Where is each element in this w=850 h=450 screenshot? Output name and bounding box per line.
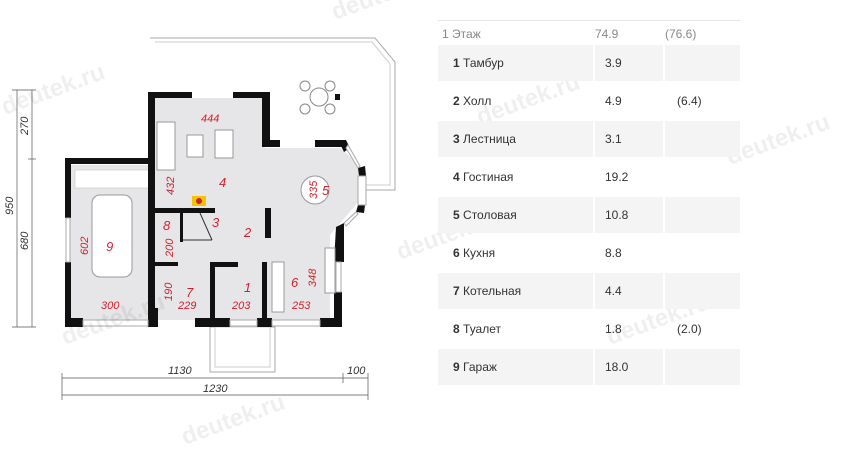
room-dim: 190	[163, 282, 175, 301]
room-number: 3	[453, 132, 460, 146]
room-name-cell: 4 Гостиная	[438, 159, 593, 195]
room-number: 5	[453, 208, 460, 222]
room-total-area	[665, 159, 740, 195]
room-number-2: 2	[243, 225, 252, 240]
room-area: 3.1	[595, 121, 663, 157]
room-name-cell: 5 Столовая	[438, 197, 593, 233]
room-number: 1	[453, 56, 460, 70]
room-number: 2	[453, 94, 460, 108]
room-area: 4.9	[605, 94, 622, 108]
table-row: 2 Холл 4.9 (6.4)	[438, 83, 740, 119]
room-area: 3.9	[595, 45, 663, 81]
room-name-cell: 7 Котельная	[438, 273, 593, 309]
room-name: Кухня	[463, 246, 496, 260]
room-name: Гостиная	[463, 170, 514, 184]
room-total-area	[665, 235, 740, 271]
room-area: 4.4	[595, 273, 663, 309]
room-dim: 229	[177, 300, 196, 312]
furniture	[91, 121, 336, 313]
dim-width-total: 1230	[203, 383, 228, 395]
room-number-8: 8	[163, 218, 171, 233]
floor-label: 1 Этаж	[442, 27, 481, 41]
terrace-outline	[150, 37, 396, 191]
table-row: 8 Туалет 1.8 (2.0)	[438, 311, 740, 347]
room-name-cell: 8 Туалет	[438, 311, 593, 347]
room-dim: 253	[291, 300, 311, 312]
room-area: 10.8	[595, 197, 663, 233]
table-row: 1 Тамбур 3.9	[438, 45, 740, 81]
walls	[65, 92, 366, 327]
room-name-cell: 2 Холл	[438, 83, 593, 119]
dimension-lines	[12, 89, 369, 400]
room-number: 8	[453, 322, 460, 336]
table-row: 9 Гараж 18.0	[438, 349, 740, 385]
room-number: 4	[453, 170, 460, 184]
table-row: 4 Гостиная 19.2	[438, 159, 740, 195]
table-row: 3 Лестница 3.1	[438, 121, 740, 157]
room-number: 9	[453, 360, 460, 374]
room-area: 1.8	[605, 322, 622, 336]
dim-width-extra: 100	[347, 365, 366, 377]
dim-upper-height: 270	[19, 116, 31, 136]
room-dim: 432	[165, 177, 177, 195]
room-total-area	[665, 273, 740, 309]
room-name-cell: 6 Кухня	[438, 235, 593, 271]
dim-lower-height: 680	[19, 231, 31, 250]
room-dim: 335	[308, 180, 320, 199]
room-total-area	[665, 349, 740, 385]
room-name-cell: 3 Лестница	[438, 121, 593, 157]
room-name: Лестница	[463, 132, 516, 146]
floor-number: 1	[442, 27, 449, 41]
floor-total-area: (76.6)	[665, 27, 697, 41]
table-row: 6 Кухня 8.8	[438, 235, 740, 271]
room-dim: 300	[101, 300, 120, 312]
room-number-4: 4	[219, 175, 226, 190]
stairs	[183, 212, 213, 241]
room-dim: 348	[307, 268, 319, 287]
svg-text:deutek.ru: deutek.ru	[0, 58, 109, 120]
room-area: 18.0	[595, 349, 663, 385]
room-number-5: 5	[322, 183, 330, 198]
table-row: 7 Котельная 4.4	[438, 273, 740, 309]
table-row: 5 Столовая 10.8	[438, 197, 740, 233]
svg-text:deutek.ru: deutek.ru	[328, 0, 439, 26]
room-name: Котельная	[463, 284, 522, 298]
room-number-9: 9	[106, 239, 113, 254]
svg-text:deutek.ru: deutek.ru	[178, 388, 289, 450]
room-total-area	[665, 121, 740, 157]
room-number: 6	[453, 246, 460, 260]
room-name-cell: 9 Гараж	[438, 349, 593, 385]
entrance-porch	[209, 326, 276, 373]
room-name-cell: 1 Тамбур	[438, 45, 593, 81]
windows	[65, 144, 367, 327]
room-area: 8.8	[605, 246, 622, 260]
room-name: Тамбур	[463, 56, 504, 70]
room-dim: 444	[201, 113, 219, 125]
room-dim: 203	[231, 300, 251, 312]
room-area: 19.2	[605, 170, 629, 184]
room-number-1: 1	[244, 280, 251, 295]
floor-area: 74.9	[595, 27, 619, 41]
room-name: Гараж	[463, 360, 497, 374]
room-name: Туалет	[463, 322, 501, 336]
floor-header-row: 1 Этаж 74.9 (76.6)	[438, 20, 740, 45]
room-number-6: 6	[291, 275, 299, 290]
room-total-area	[665, 45, 740, 81]
room-total-area: (2.0)	[677, 322, 702, 336]
room-dim: 602	[79, 237, 91, 255]
room-dim: 200	[164, 238, 176, 258]
dim-total-height: 950	[4, 196, 16, 215]
room-number: 7	[453, 284, 460, 298]
room-name: Холл	[463, 94, 492, 108]
room-total-area	[665, 197, 740, 233]
terrace-table-icon	[299, 80, 340, 115]
room-total-area: (6.4)	[677, 94, 702, 108]
room-name: Столовая	[463, 208, 517, 222]
room-number-3: 3	[212, 215, 220, 230]
room-number-7: 7	[186, 285, 194, 300]
dim-width-main: 1130	[168, 365, 193, 377]
floor-name: Этаж	[452, 27, 481, 41]
